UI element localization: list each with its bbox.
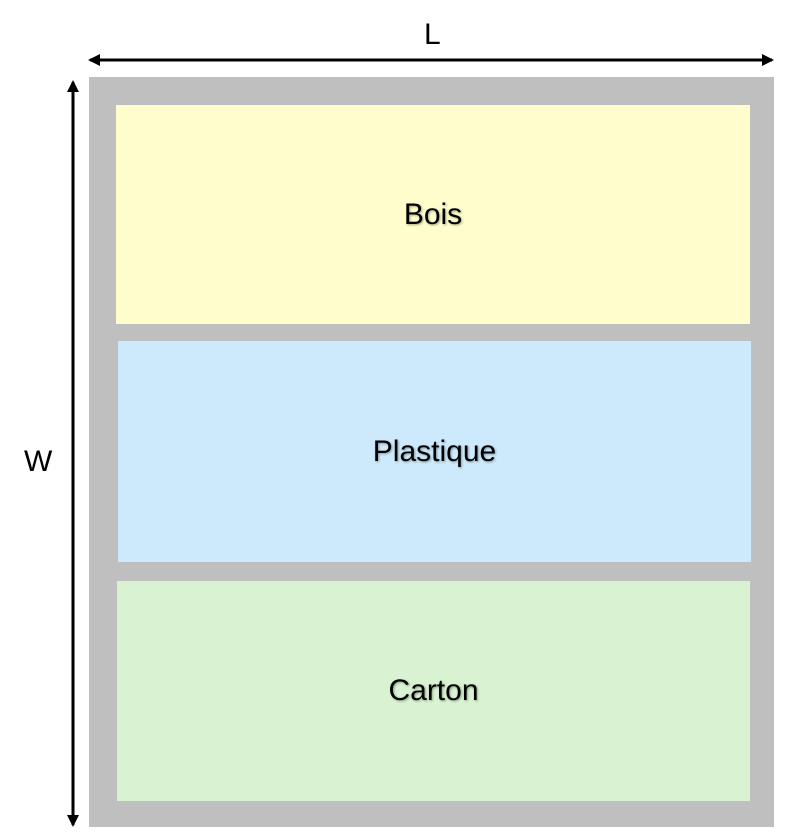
zone-label: Bois xyxy=(403,197,463,231)
width-label: W xyxy=(24,445,53,478)
zone-label: Carton xyxy=(388,674,479,707)
zone-label: Plastique xyxy=(372,434,497,468)
length-label: L xyxy=(424,18,441,51)
zone-bois: Bois xyxy=(116,105,750,324)
zone-carton: Carton xyxy=(117,581,750,801)
zone-plastique: Plastique xyxy=(118,341,751,562)
